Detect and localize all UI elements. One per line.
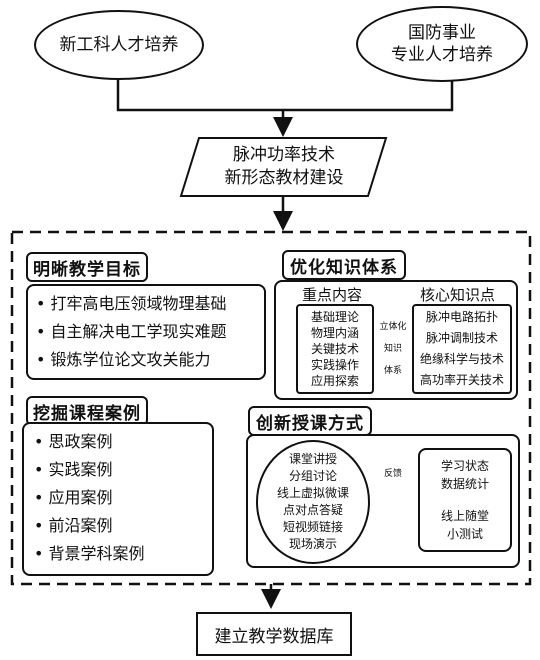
core-knowledge-label: 核心知识点 [420,286,496,304]
core-item: 脉冲电路拓扑 [425,310,498,324]
case-item: • 前沿案例 [34,516,113,535]
defense-talent-ellipse: 国防事业 专业人才培养 [356,6,528,82]
defense-talent-label-2: 专业人才培养 [391,45,493,65]
stats-item: 小测试 [446,527,483,541]
core-knowledge-list: 脉冲电路拓扑 脉冲调制技术 绝缘科学与技术 高功率开关技术 [412,304,512,394]
case-item: • 思政案例 [34,432,113,451]
teaching-title: 创新授课方式 [248,406,372,436]
connector-top [116,78,454,132]
talent-training-ellipse: 新工科人才培养 [34,10,204,80]
case-item: • 应用案例 [34,488,113,507]
method-item: 短视频链接 [282,520,343,534]
key-item: 关键技术 [310,342,359,356]
goals-box: • 打牢高电压领域物理基础 • 自主解决电工学现实难题 • 锻炼学位论文攻关能力 [26,284,266,380]
stats-item: 学习状态 [440,459,489,473]
goal-item: • 锻炼学位论文攻关能力 [36,350,211,369]
key-content-label: 重点内容 [302,286,363,304]
goal-item: • 自主解决电工学现实难题 [36,322,227,341]
feedback-label: 反馈 [384,469,403,479]
textbook-construction-node: 脉冲功率技术 新形态教材建设 [190,140,378,194]
defense-talent-label-1: 国防事业 [408,23,476,43]
talent-training-label: 新工科人才培养 [59,35,179,55]
cases-box: • 思政案例 • 实践案例 • 应用案例 • 前沿案例 • 背景学科案例 [22,422,214,576]
core-item: 高功率开关技术 [419,373,504,387]
method-item: 线上虚拟微课 [276,486,349,500]
method-item: 点对点答疑 [282,503,343,517]
learning-stats-box: 学习状态 数据统计 线上随堂 小测试 [418,448,512,552]
teaching-database-box: 建立教学数据库 [196,612,352,656]
key-item: 实践操作 [310,358,359,372]
goals-title: 明晰教学目标 [26,252,148,282]
stats-item: 数据统计 [440,477,489,491]
dashed-frame [10,230,532,586]
key-item: 基础理论 [310,310,359,324]
textbook-label-1: 脉冲功率技术 [233,145,335,165]
link-label: 立体化 知识 体系 [379,322,407,376]
parallelogram-shape [179,137,388,197]
knowledge-title: 优化知识体系 [282,250,406,280]
method-item: 课堂讲授 [288,452,337,466]
stats-item: 线上随堂 [440,509,489,523]
method-item: 分组讨论 [288,469,337,483]
textbook-label-2: 新形态教材建设 [224,168,344,188]
teaching-methods-ellipse: 课堂讲授 分组讨论 线上虚拟微课 点对点答疑 短视频链接 现场演示 [256,440,370,564]
goal-item: • 打牢高电压领域物理基础 [36,294,227,313]
key-item: 物理内涵 [310,326,359,340]
core-item: 绝缘科学与技术 [419,352,504,366]
case-item: • 实践案例 [34,460,113,479]
core-item: 脉冲调制技术 [425,331,498,345]
key-content-list: 基础理论 物理内涵 关键技术 实践操作 应用探索 [296,304,374,394]
case-item: • 背景学科案例 [34,544,145,563]
method-item: 现场演示 [288,537,337,551]
key-item: 应用探索 [310,374,359,388]
